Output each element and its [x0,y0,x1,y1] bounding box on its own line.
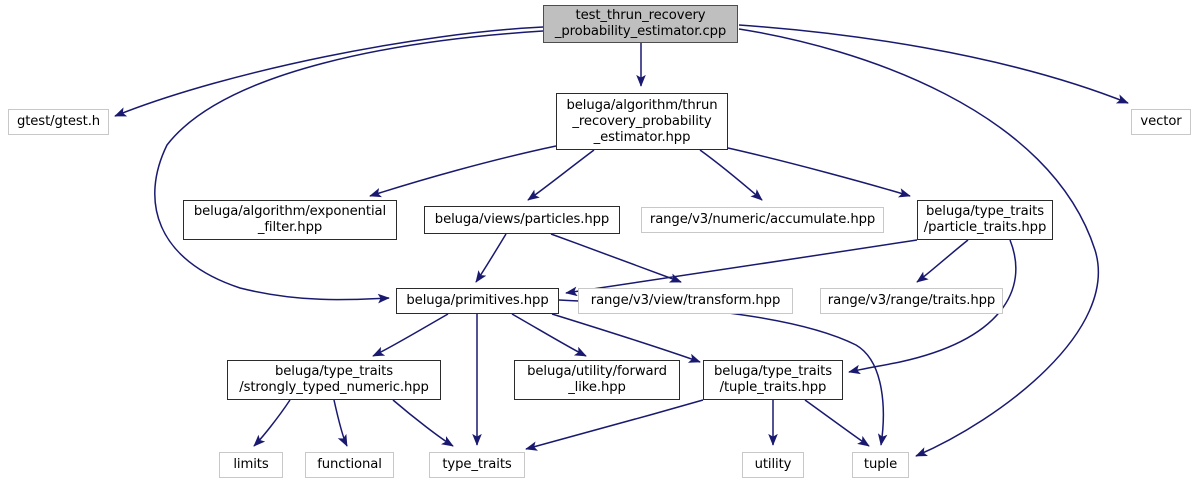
dependency-edge-primitives-to-forward_like [511,313,587,357]
graph-node-label: range/v3/range/traits.hpp [827,293,996,308]
graph-node-label: beluga/primitives.hpp [406,293,549,308]
dependency-edge-root-to-primitives [154,30,544,304]
graph-node-range_traits[interactable]: range/v3/range/traits.hpp [820,288,1003,314]
graph-node-label: beluga/type_traits /strongly_typed_numer… [239,364,429,395]
dependency-edge-strongly_typed_numeric-to-type_traits [392,399,454,447]
graph-node-utility[interactable]: utility [742,452,804,478]
dependency-edge-tuple_traits-to-type_traits [525,399,704,451]
dependency-edge-primitives-to-tuple_traits [551,313,701,363]
graph-node-limits[interactable]: limits [219,452,283,478]
dependency-edge-strongly_typed_numeric-to-limits [253,399,291,447]
graph-node-root[interactable]: test_thrun_recovery _probability_estimat… [543,5,738,43]
dependency-edge-particle_traits-to-tuple_traits [848,239,1017,375]
graph-node-gtest[interactable]: gtest/gtest.h [8,109,109,135]
graph-node-label: gtest/gtest.h [16,114,101,129]
graph-node-forward_like[interactable]: beluga/utility/forward _like.hpp [514,360,680,400]
graph-node-label: beluga/algorithm/exponential _filter.hpp [193,204,387,235]
graph-node-accumulate[interactable]: range/v3/numeric/accumulate.hpp [641,207,884,233]
graph-node-label: test_thrun_recovery _probability_estimat… [554,8,727,39]
graph-node-label: range/v3/view/transform.hpp [590,293,781,308]
dependency-edge-root-to-tuple [738,28,1100,457]
dependency-edge-particle_traits-to-primitives [565,239,918,297]
graph-node-label: vector [1140,114,1182,129]
graph-node-vector[interactable]: vector [1131,109,1191,135]
graph-node-functional[interactable]: functional [305,452,394,478]
edges-group [114,24,1129,457]
dependency-edge-thrun_hpp-to-exponential_filter [369,145,557,198]
graph-node-particle_traits[interactable]: beluga/type_traits /particle_traits.hpp [917,200,1053,240]
graph-node-exponential_filter[interactable]: beluga/algorithm/exponential _filter.hpp [183,200,397,240]
graph-node-thrun_hpp[interactable]: beluga/algorithm/thrun _recovery_probabi… [556,93,728,150]
graph-node-strongly_typed_numeric[interactable]: beluga/type_traits /strongly_typed_numer… [227,360,441,400]
graph-node-primitives[interactable]: beluga/primitives.hpp [396,288,559,314]
graph-node-label: beluga/views/particles.hpp [434,212,610,227]
graph-node-label: utility [754,457,792,472]
graph-node-label: range/v3/numeric/accumulate.hpp [649,212,876,227]
graph-node-view_transform[interactable]: range/v3/view/transform.hpp [578,288,793,314]
dependency-edge-particle_traits-to-range_traits [916,239,969,283]
graph-node-label: functional [317,457,382,472]
dependency-edge-views_particles-to-view_transform [550,233,682,283]
dependency-edge-primitives-to-strongly_typed_numeric [372,313,449,357]
dependency-edge-thrun_hpp-to-particle_traits [727,147,911,198]
dependency-edge-strongly_typed_numeric-to-functional [333,399,348,447]
dependency-edge-root-to-vector [738,24,1129,104]
graph-node-tuple_traits[interactable]: beluga/type_traits /tuple_traits.hpp [703,360,843,400]
dependency-edge-thrun_hpp-to-views_particles [527,149,595,201]
graph-node-tuple[interactable]: tuple [852,452,909,478]
dependency-edge-tuple_traits-to-tuple [804,399,870,447]
graph-node-label: beluga/type_traits /particle_traits.hpp [923,204,1047,235]
graph-node-label: type_traits [442,457,512,472]
graph-node-label: beluga/utility/forward _like.hpp [527,364,667,395]
graph-node-label: limits [233,457,269,472]
graph-node-label: tuple [863,457,898,472]
dependency-edge-thrun_hpp-to-accumulate [699,149,763,201]
dependency-edge-views_particles-to-primitives [475,233,507,283]
dependency-edge-root-to-gtest [114,26,544,117]
graph-node-label: beluga/algorithm/thrun _recovery_probabi… [566,97,718,145]
graph-node-type_traits[interactable]: type_traits [429,452,525,478]
graph-node-label: beluga/type_traits /tuple_traits.hpp [713,364,833,395]
graph-node-views_particles[interactable]: beluga/views/particles.hpp [424,206,620,234]
